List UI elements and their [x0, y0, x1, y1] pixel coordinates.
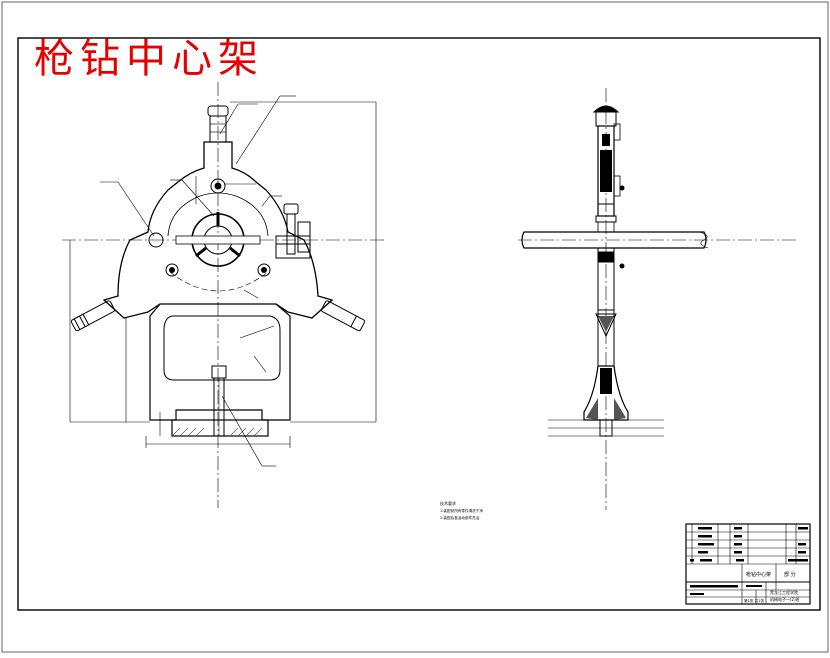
side-cone	[595, 313, 617, 338]
technical-notes: 技术要求 1.装配前所有零件清洗干净 2.装配后各活动部件灵活	[440, 500, 483, 520]
notes-line-1: 1.装配前所有零件清洗干净	[440, 508, 483, 513]
title-block-drawing-name: 枪钻中心架	[746, 571, 771, 578]
right-arm	[321, 300, 366, 332]
side-lower-column	[597, 247, 615, 311]
left-knob	[165, 263, 179, 277]
left-hole	[148, 232, 164, 248]
front-view	[62, 82, 385, 508]
title-block-institution: 黑龙江工程学院	[770, 589, 798, 595]
title-block-text: 枪钻中心架 部 分 黑龙江工程学院 机械电子一(2)班 第1张 共1张	[744, 571, 800, 603]
title-block-institution-line2: 机械电子一(2)班	[770, 596, 800, 602]
side-view	[518, 88, 796, 510]
workpiece-bar	[521, 231, 707, 249]
lower-bracket	[149, 303, 291, 421]
title-block-material: 部 分	[784, 571, 796, 578]
leader-lines	[100, 95, 296, 467]
bolt-circle	[169, 271, 269, 292]
top-knob	[210, 178, 226, 194]
drawing-frame	[17, 37, 821, 611]
drawing-title: 枪钻中心架	[34, 36, 264, 82]
left-arm	[70, 300, 115, 332]
right-knob	[257, 263, 271, 277]
side-top-cap	[592, 105, 620, 113]
title-block	[685, 523, 811, 605]
notes-line-2: 2.装配后各活动部件灵活	[440, 515, 480, 520]
bracket-window	[163, 315, 281, 381]
bottom-screw-head	[211, 365, 227, 379]
base-hatch	[171, 427, 263, 437]
dimension-lines	[69, 101, 377, 448]
notes-heading: 技术要求	[440, 500, 456, 506]
title-block-sheet: 第1张 共1张	[744, 598, 764, 603]
clamp-head	[283, 203, 299, 215]
